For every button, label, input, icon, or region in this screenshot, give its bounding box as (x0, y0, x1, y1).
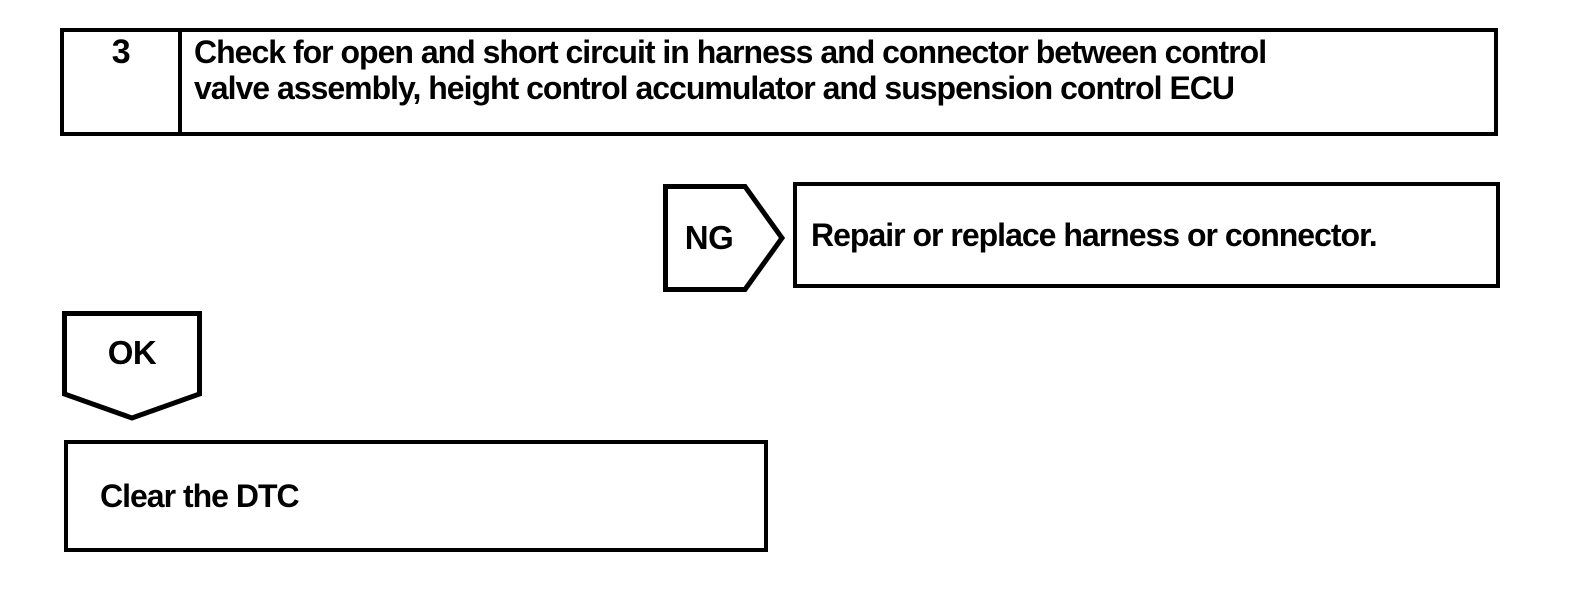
ng-result-text: Repair or replace harness or connector. (811, 216, 1378, 253)
step-number: 3 (111, 33, 131, 71)
step-description-line1: Check for open and short circuit in harn… (194, 34, 1267, 70)
ng-result-box: Repair or replace harness or connector. (793, 182, 1500, 288)
step-number-cell: 3 (64, 32, 182, 132)
ok-connector: OK (62, 311, 202, 421)
ok-pentagon-icon (62, 311, 202, 421)
ok-result-text: Clear the DTC (100, 477, 300, 514)
step-description: Check for open and short circuit in harn… (182, 32, 1494, 132)
ng-label: NG (684, 219, 734, 256)
ok-result-box: Clear the DTC (64, 440, 768, 552)
step-description-line2: valve assembly, height control accumulat… (194, 70, 1235, 106)
step-box: 3 Check for open and short circuit in ha… (60, 28, 1498, 136)
ok-label: OK (107, 334, 157, 371)
ng-pentagon-icon (663, 184, 785, 292)
ng-connector: NG (663, 184, 785, 292)
